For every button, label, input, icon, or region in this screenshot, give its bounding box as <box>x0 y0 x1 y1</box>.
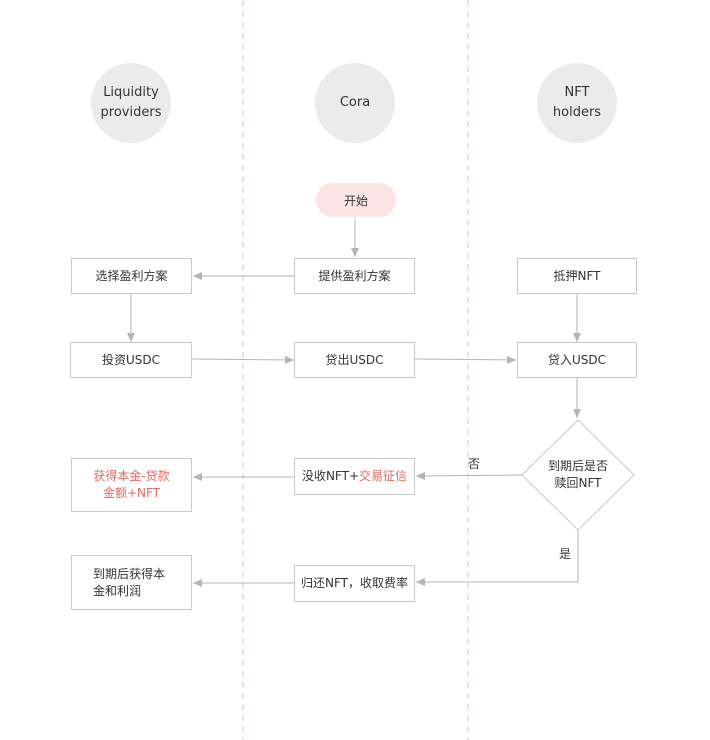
node-confiscate: 没收NFT+交易征信 <box>294 458 415 495</box>
decision-label: 到期后是否 赎回NFT <box>547 459 608 490</box>
arrow-invest-to-lend <box>191 355 295 364</box>
node-get-principal-interest: 到期后获得本 金和利润 <box>71 555 192 610</box>
get-principal-interest-line1: 到期后获得本 <box>93 566 166 581</box>
confiscate-prefix: 没收NFT+ <box>301 469 360 483</box>
get-principal-line1: 获得本金-贷款 <box>93 469 170 483</box>
arrow-lend-to-borrow <box>414 355 517 364</box>
start-node: 开始 <box>316 183 396 217</box>
edge-label-no: 否 <box>468 457 481 471</box>
arrow-decision-yes-to-return <box>416 530 579 586</box>
node-get-principal: 获得本金-贷款 金额+NFT <box>71 458 192 512</box>
node-invest-usdc: 投资USDC <box>70 342 192 378</box>
lane-nft-holders: NFT holders <box>537 63 617 143</box>
confiscate-highlight: 交易征信 <box>359 469 408 483</box>
get-principal-interest-line2: 金和利润 <box>93 583 142 598</box>
node-provide-plan: 提供盈利方案 <box>294 258 415 294</box>
node-return-nft: 归还NFT，收取费率 <box>294 565 415 602</box>
get-principal-line2: 金额+NFT <box>102 486 161 500</box>
lane-liquidity-providers: Liquidity providers <box>91 63 171 143</box>
lane-cora: Cora <box>315 63 395 143</box>
node-pledge-nft: 抵押NFT <box>517 258 637 294</box>
arrow-decision-no-to-confiscate <box>415 471 523 480</box>
node-borrow-usdc: 贷入USDC <box>517 342 637 378</box>
node-lend-usdc: 贷出USDC <box>294 342 415 378</box>
node-choose-plan: 选择盈利方案 <box>71 258 192 294</box>
edge-label-yes: 是 <box>559 547 572 561</box>
